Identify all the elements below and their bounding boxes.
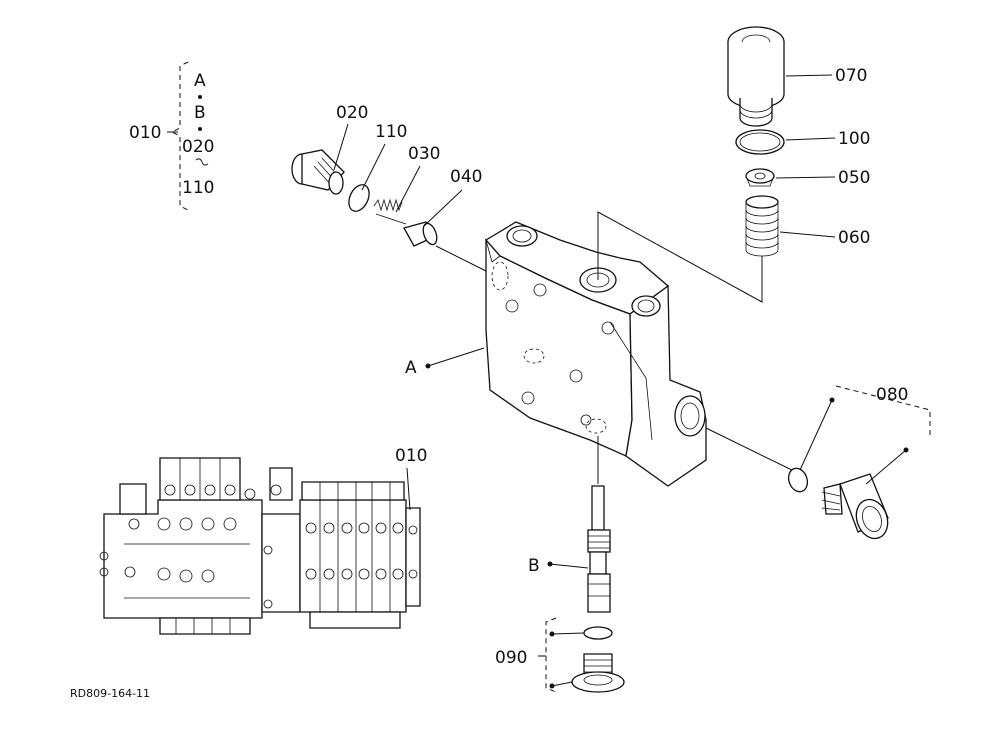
o-ring-110	[348, 184, 370, 212]
fitting-080	[705, 385, 931, 540]
o-ring-100	[735, 129, 785, 155]
plug-090	[571, 626, 625, 693]
drawing-code: RD809-164-11	[70, 687, 150, 700]
range-tilde	[195, 158, 209, 166]
callout-090: 090	[495, 648, 527, 668]
valve-housing-a	[484, 221, 707, 487]
spring-030	[373, 198, 407, 225]
control-valve-assembly-010	[99, 457, 421, 635]
callout-070: 070	[835, 66, 867, 86]
spool-b	[587, 485, 611, 613]
callout-110: 110	[375, 122, 407, 142]
group-item-020: 020	[182, 137, 214, 157]
callout-100: 100	[838, 129, 870, 149]
callout-060: 060	[838, 228, 870, 248]
callout-050: 050	[838, 168, 870, 188]
callout-040: 040	[450, 167, 482, 187]
o-ring-080	[787, 467, 809, 493]
group-item-110: 110	[182, 178, 214, 198]
group-item-b: B	[194, 103, 206, 123]
plug-070	[727, 26, 785, 127]
assembly-line-top	[597, 211, 763, 303]
spring-060	[745, 195, 779, 257]
group-code-label: 010	[129, 123, 161, 143]
callout-020: 020	[336, 103, 368, 123]
callout-080: 080	[876, 385, 908, 405]
group-bracket: 010 A B 020 110	[129, 61, 214, 211]
relief-plug-020	[291, 149, 345, 195]
group-item-a: A	[194, 71, 206, 91]
callout-010: 010	[395, 446, 427, 466]
poppet-040	[403, 221, 438, 247]
o-ring-090	[583, 626, 613, 640]
callout-a: A	[405, 358, 417, 378]
callout-b: B	[528, 556, 540, 576]
seat-050	[745, 168, 775, 187]
callout-030: 030	[408, 144, 440, 164]
